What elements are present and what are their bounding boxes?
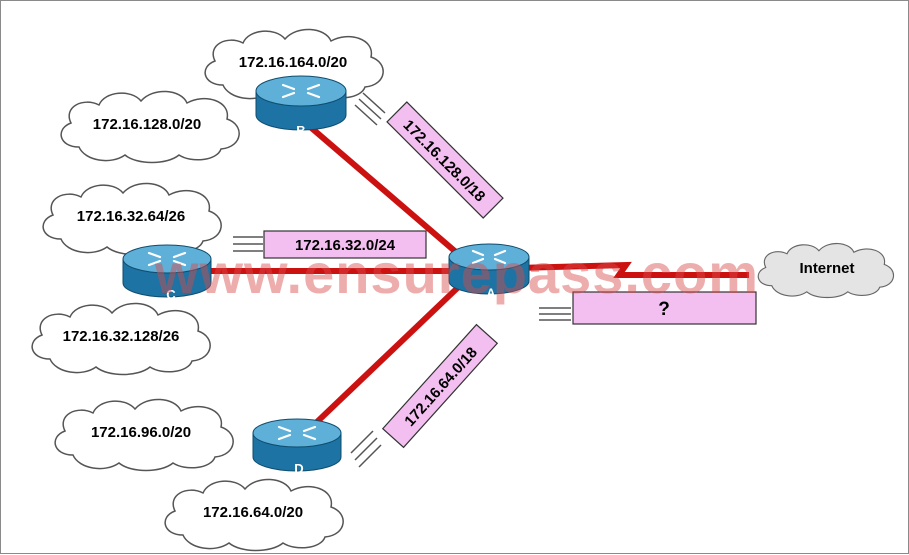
cloud-c-bottom: 172.16.32.128/26 (31, 302, 211, 376)
watermark: www.ensurepass.com (154, 242, 759, 305)
cloud-label-c-bottom: 172.16.32.128/26 (63, 328, 180, 345)
summary-box-b: 172.16.128.0/18 (386, 101, 504, 219)
cloud-label-d-left: 172.16.96.0/20 (91, 424, 191, 441)
router-icon (122, 244, 212, 298)
summary-box-c: 172.16.32.0/24 (263, 230, 427, 259)
cloud-d-bottom: 172.16.64.0/20 (164, 478, 344, 552)
cloud-b-left: 172.16.128.0/20 (60, 90, 240, 164)
cloud-label-b-top: 172.16.164.0/20 (239, 54, 347, 71)
cloud-internet: Internet (757, 242, 895, 299)
link-a-d (294, 272, 474, 444)
router-icon (252, 418, 342, 472)
router-label-b: B (296, 123, 305, 138)
router-label-c: C (166, 287, 176, 302)
link-a-internet (478, 261, 749, 278)
cloud-b-top: 172.16.164.0/20 (204, 28, 384, 102)
router-icon (448, 243, 530, 295)
link-a-b (299, 116, 473, 268)
summary-label-internet: ? (658, 299, 670, 320)
cloud-label-c-top: 172.16.32.64/26 (77, 208, 185, 225)
interface-ticks (233, 92, 571, 468)
router-b: B (255, 75, 347, 138)
router-label-a: A (487, 286, 496, 300)
summary-label-c: 172.16.32.0/24 (295, 237, 396, 254)
cloud-label-b-left: 172.16.128.0/20 (93, 116, 201, 133)
router-a: A (448, 243, 530, 300)
cloud-label-d-bottom: 172.16.64.0/20 (203, 504, 303, 521)
cloud-c-top: 172.16.32.64/26 (42, 182, 222, 256)
router-c: C (122, 244, 212, 302)
router-label-d: D (294, 461, 303, 476)
router-d: D (252, 418, 342, 476)
cloud-label-internet: Internet (799, 260, 854, 277)
summary-label-b: 172.16.128.0/18 (400, 117, 489, 206)
cloud-d-left: 172.16.96.0/20 (54, 398, 234, 472)
summary-label-d: 172.16.64.0/18 (401, 344, 481, 430)
router-icon (255, 75, 347, 131)
summary-box-internet: ? (572, 291, 757, 325)
